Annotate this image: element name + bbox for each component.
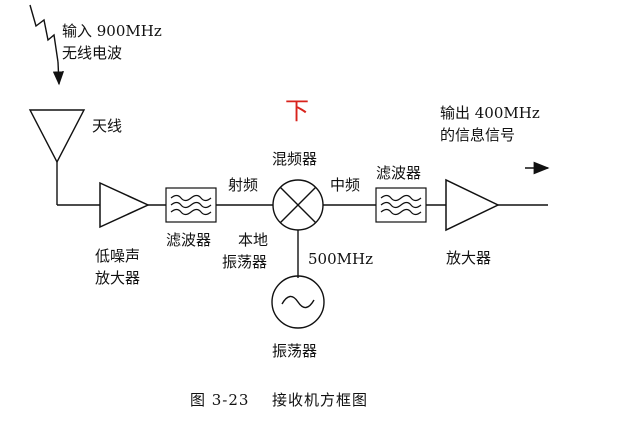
low-noise-amplifier-symbol xyxy=(99,181,150,229)
output-label-line2: 的信息信号 xyxy=(440,126,516,144)
input-label-line1: 输入 900MHz xyxy=(62,22,162,40)
figure-caption: 接收机方框图 xyxy=(272,391,369,409)
annotation-mark: 下 xyxy=(285,97,309,125)
lo-label-line1: 本地 xyxy=(238,231,269,249)
mixer-label: 混频器 xyxy=(272,150,318,168)
mixer-symbol xyxy=(272,179,324,231)
lna-label-line1: 低噪声 xyxy=(95,247,141,265)
antenna-label: 天线 xyxy=(92,117,123,135)
bandpass-filter-1-symbol xyxy=(165,187,217,223)
output-label-line1: 输出 400MHz xyxy=(440,104,540,122)
lo-frequency-label: 500MHz xyxy=(308,250,373,268)
antenna-icon xyxy=(28,109,86,205)
oscillator-label: 振荡器 xyxy=(272,342,318,360)
if-label: 中频 xyxy=(330,176,361,194)
lo-label-line2: 振荡器 xyxy=(222,253,268,271)
input-label-line2: 无线电波 xyxy=(62,44,123,62)
figure-number: 图 3-23 xyxy=(190,391,250,409)
oscillator-symbol xyxy=(271,275,325,329)
lna-label-line2: 放大器 xyxy=(95,269,141,287)
bandpass-filter-2-symbol xyxy=(375,187,427,223)
rf-label: 射频 xyxy=(228,176,259,194)
filter1-label: 滤波器 xyxy=(166,231,212,249)
amplifier-label: 放大器 xyxy=(446,249,492,267)
radio-wave-icon xyxy=(29,4,65,86)
output-amplifier-symbol xyxy=(445,178,500,232)
filter2-label: 滤波器 xyxy=(376,164,422,182)
